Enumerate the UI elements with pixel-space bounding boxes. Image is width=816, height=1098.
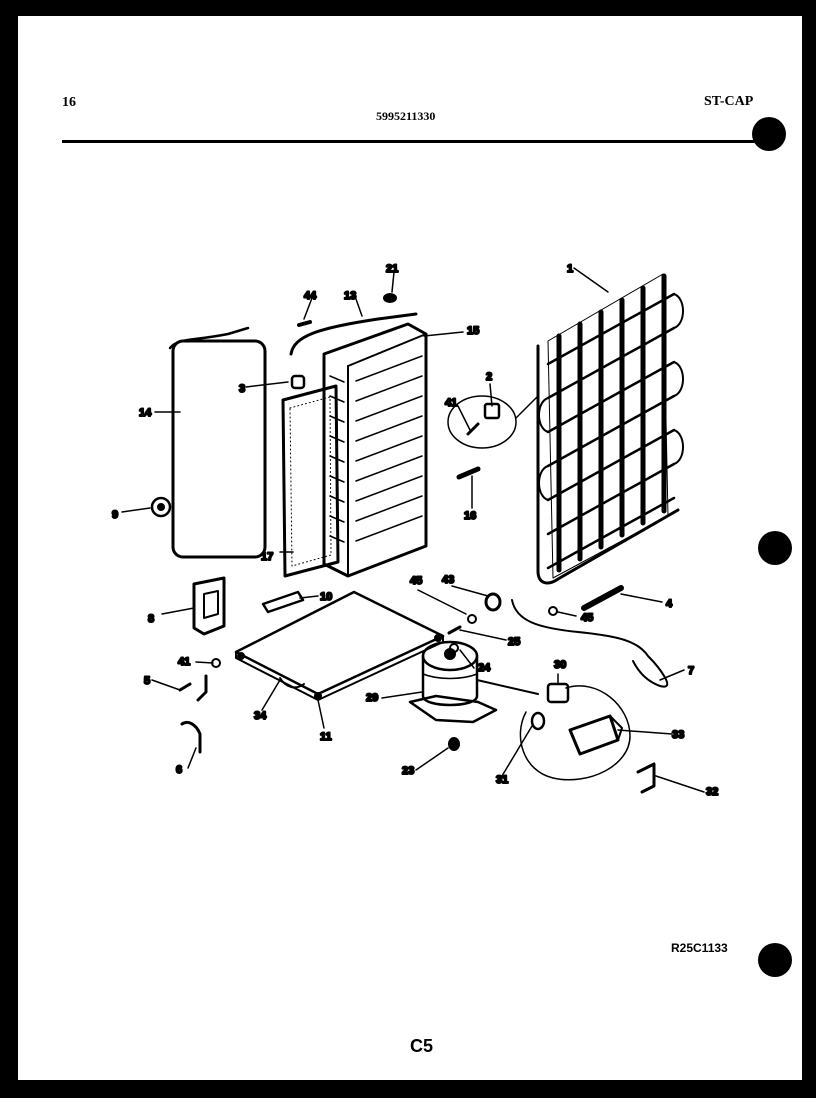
- callout-45-right: 45: [581, 612, 593, 624]
- callout-2: 2: [486, 371, 492, 383]
- callout-13: 13: [344, 290, 356, 302]
- callout-29: 29: [366, 692, 378, 704]
- callout-25: 25: [508, 636, 520, 648]
- part-23-foot: [448, 737, 460, 751]
- callout-7: 7: [688, 665, 694, 677]
- callout-21: 21: [386, 263, 398, 275]
- part-32-cover: [636, 762, 656, 794]
- binder-hole-middle: [758, 531, 792, 565]
- part-10-clip: [261, 590, 305, 614]
- callout-41-upper: 41: [445, 397, 457, 409]
- callout-11: 11: [320, 731, 332, 743]
- part-13-tube: [289, 312, 418, 356]
- part-1-condenser: [536, 273, 684, 585]
- part-6-wire: [180, 720, 202, 754]
- callout-10: 10: [320, 591, 332, 603]
- callout-44: 44: [304, 290, 317, 302]
- callout-5: 5: [144, 675, 150, 687]
- part-31-overload: [530, 711, 546, 731]
- callout-31: 31: [496, 774, 508, 786]
- section-code: C5: [410, 1036, 434, 1056]
- callout-33: 33: [672, 729, 684, 741]
- part-17-panel: [281, 384, 340, 578]
- part-4-drier: [581, 585, 624, 611]
- binder-hole-top: [752, 117, 786, 151]
- binder-hole-bottom: [758, 943, 792, 977]
- part-16-rod: [456, 466, 481, 480]
- part-21-screw: [383, 293, 397, 303]
- part-34-base-plate: [211, 590, 445, 701]
- part-44-clip: [297, 320, 312, 327]
- callout-8: 8: [148, 613, 154, 625]
- part-8-bracket: [192, 576, 226, 636]
- reference-code: R25C1133: [671, 941, 728, 955]
- callout-14: 14: [139, 407, 152, 419]
- diagram-sheet: 16 5995211330 ST-CAP R25C1133 C5: [18, 16, 802, 1080]
- callout-32: 32: [706, 786, 718, 798]
- callout-43: 43: [442, 574, 454, 586]
- part-14-gasket: [150, 326, 267, 559]
- part-33-capacitor: [568, 714, 620, 756]
- part-9-cap: [150, 496, 172, 518]
- part-5-grommets: [178, 674, 208, 702]
- callout-30: 30: [554, 659, 566, 671]
- header-rule: [62, 140, 770, 143]
- callout-17: 17: [261, 551, 273, 563]
- part-2-detail: [447, 395, 539, 449]
- exploded-parts-diagram: 1 2 3 4 5 6 7 8 9 10 11 13 14 15 16 17 2…: [111, 262, 719, 799]
- part-3-bushing: [290, 374, 306, 390]
- callout-15: 15: [467, 325, 479, 337]
- callout-23: 23: [402, 765, 414, 777]
- part-24-grommet: [449, 643, 459, 653]
- callout-1: 1: [567, 263, 573, 275]
- part-43-grommet: [484, 592, 502, 612]
- part-number: 5995211330: [376, 109, 436, 123]
- electrical-detail: [519, 682, 631, 781]
- page-number: 16: [62, 95, 76, 110]
- callout-3: 3: [239, 383, 245, 395]
- part-7-capillary: [511, 599, 669, 688]
- callout-45-left: 45: [410, 575, 422, 587]
- leader-lines: [121, 267, 705, 793]
- callout-41-lower: 41: [178, 656, 190, 668]
- part-45-screw-a: [467, 614, 477, 624]
- callout-34: 34: [254, 710, 267, 722]
- model-code: ST-CAP: [704, 94, 754, 109]
- callout-24: 24: [478, 662, 491, 674]
- callout-4: 4: [666, 598, 673, 610]
- part-45-screw-b: [548, 606, 558, 616]
- callout-16: 16: [464, 510, 476, 522]
- callout-6: 6: [176, 764, 182, 776]
- part-15-evaporator: [322, 322, 428, 578]
- part-29-compressor: [408, 640, 539, 724]
- part-25-clip: [447, 625, 462, 635]
- part-30-relay: [546, 682, 570, 704]
- callout-9: 9: [112, 509, 118, 521]
